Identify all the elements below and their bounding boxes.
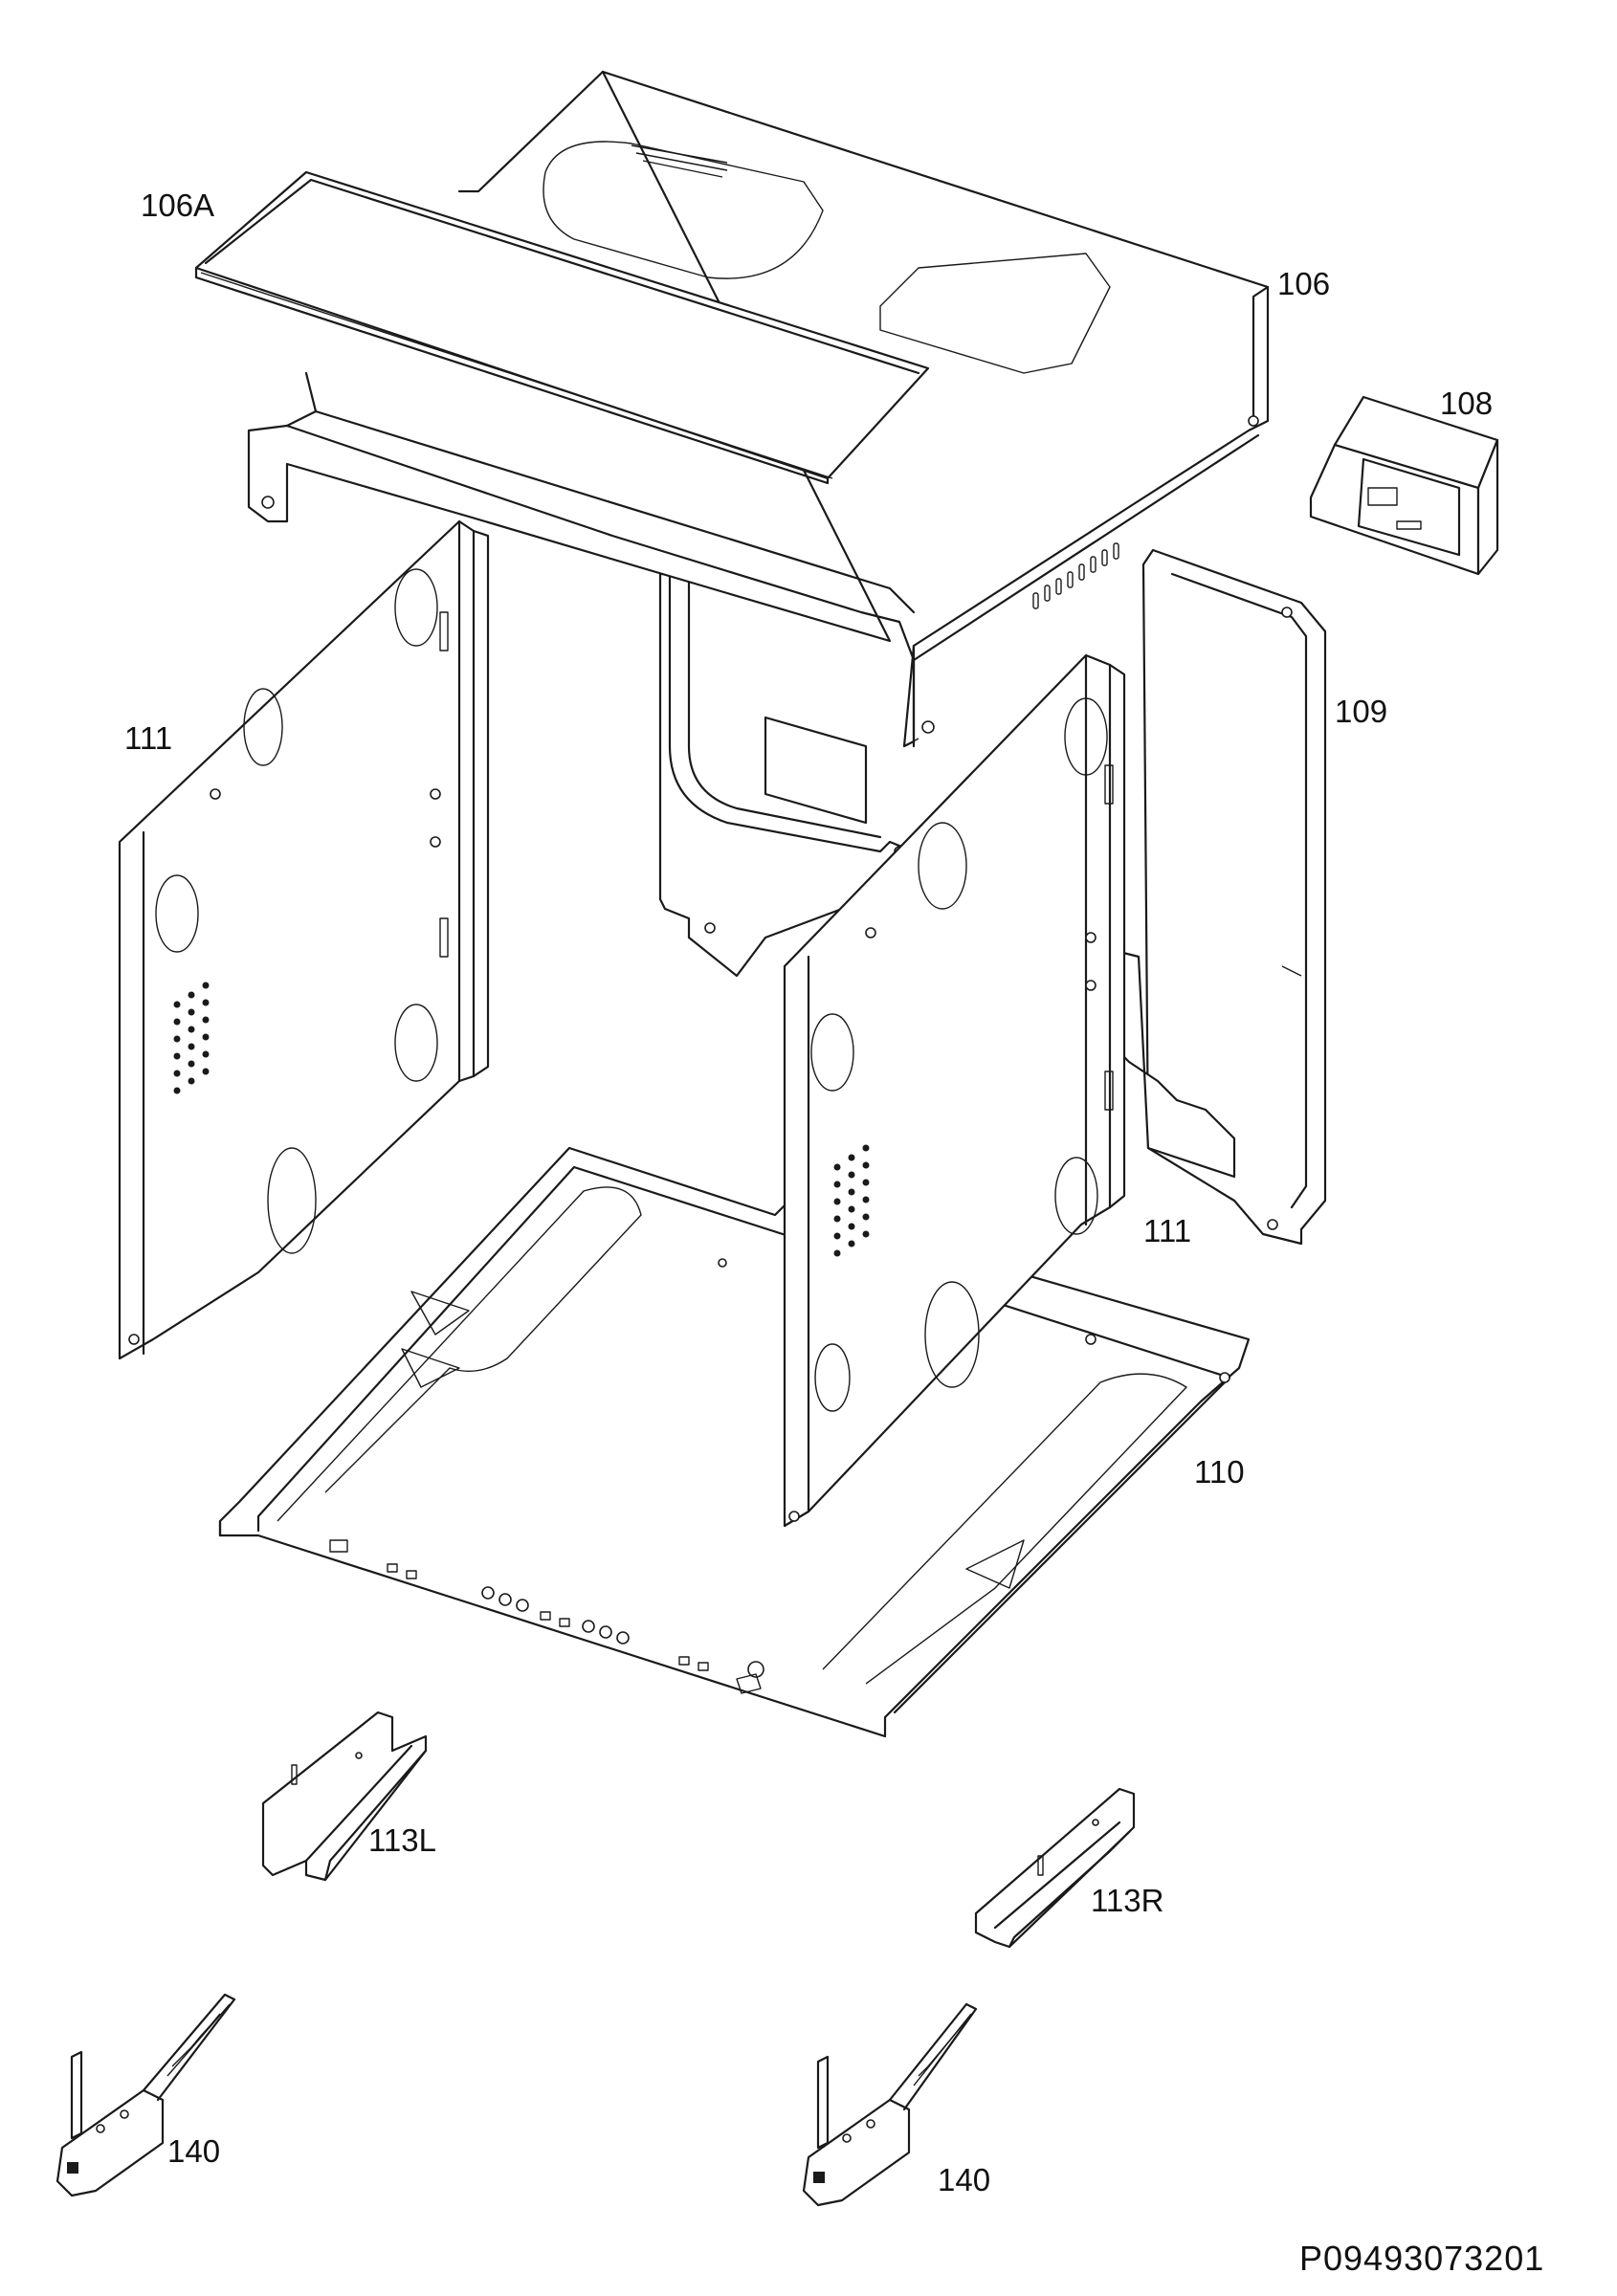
left-panel-vent-holes: [173, 982, 210, 1094]
hinge-right-drawing: [802, 2002, 978, 2207]
top-cover-drawing: [247, 70, 1270, 748]
label-control-bracket: 108: [1440, 386, 1494, 421]
label-hinge-left: 140: [167, 2133, 221, 2169]
runner-right-drawing: [974, 1787, 1136, 1949]
label-runner-right: 113R: [1091, 1883, 1164, 1918]
hinge-left-drawing: [55, 1993, 236, 2197]
label-side-panel-left: 111: [124, 720, 173, 756]
label-top-cover-insulation: 106A: [141, 188, 215, 223]
control-bracket-drawing: [1309, 395, 1499, 576]
left-side-panel-drawing: [118, 519, 490, 1360]
right-side-panel-drawing: [783, 653, 1126, 1528]
label-hinge-right: 140: [938, 2162, 991, 2197]
bottom-frame-drawing: [218, 1146, 1251, 1738]
label-top-cover: 106: [1277, 266, 1331, 301]
label-runner-left: 113L: [368, 1822, 436, 1858]
top-insulation-drawing: [194, 170, 930, 485]
label-side-panel-right: 111: [1143, 1213, 1192, 1248]
runner-left-drawing: [261, 1711, 428, 1882]
label-back-panel: 109: [1335, 694, 1388, 729]
drawing-number: P09493073201: [1299, 2239, 1545, 2278]
right-panel-vent-holes: [833, 1144, 870, 1257]
label-bottom-frame: 110: [1194, 1454, 1245, 1490]
back-panel-drawing: [1141, 548, 1327, 1246]
top-cover-louvres: [1032, 542, 1119, 609]
